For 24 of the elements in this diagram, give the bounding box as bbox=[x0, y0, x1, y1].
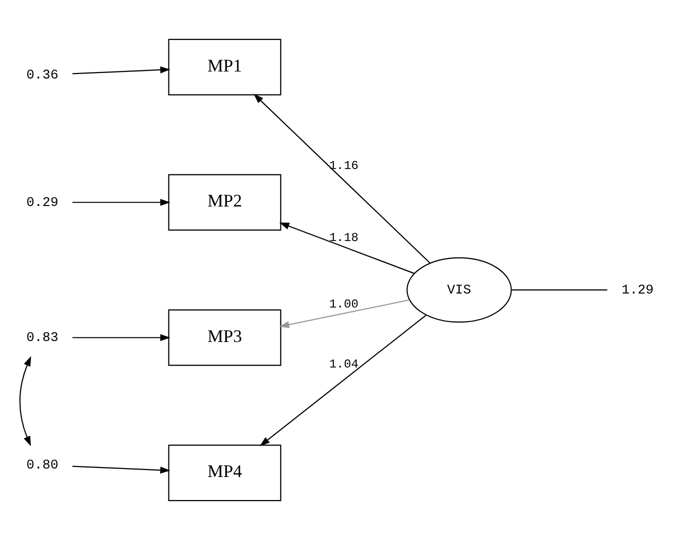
arrow bbox=[72, 466, 170, 474]
node-text: 0.36 bbox=[26, 67, 58, 82]
arrow bbox=[279, 299, 410, 328]
edge-label: 1.00 bbox=[329, 297, 359, 312]
node-text: 0.83 bbox=[26, 330, 58, 346]
arrow bbox=[260, 314, 427, 446]
node-text: 0.80 bbox=[26, 458, 58, 473]
node-box: MP3 bbox=[168, 309, 282, 366]
edge-label: 1.04 bbox=[329, 357, 359, 372]
edge-label: 1.18 bbox=[329, 230, 359, 245]
node-text: 1.29 bbox=[622, 282, 654, 298]
edge-label: 1.16 bbox=[329, 158, 359, 173]
arrow bbox=[72, 198, 170, 206]
node-ellipse: VIS bbox=[406, 257, 512, 323]
node-text: 0.29 bbox=[26, 194, 58, 210]
node-box: MP1 bbox=[168, 38, 282, 96]
arrow bbox=[72, 334, 170, 342]
arrow bbox=[72, 66, 170, 74]
arrow bbox=[279, 222, 414, 274]
node-box: MP2 bbox=[168, 174, 282, 231]
arrow bbox=[19, 356, 32, 446]
node-box: MP4 bbox=[168, 444, 282, 502]
connector bbox=[512, 289, 608, 290]
arrow bbox=[254, 94, 431, 264]
